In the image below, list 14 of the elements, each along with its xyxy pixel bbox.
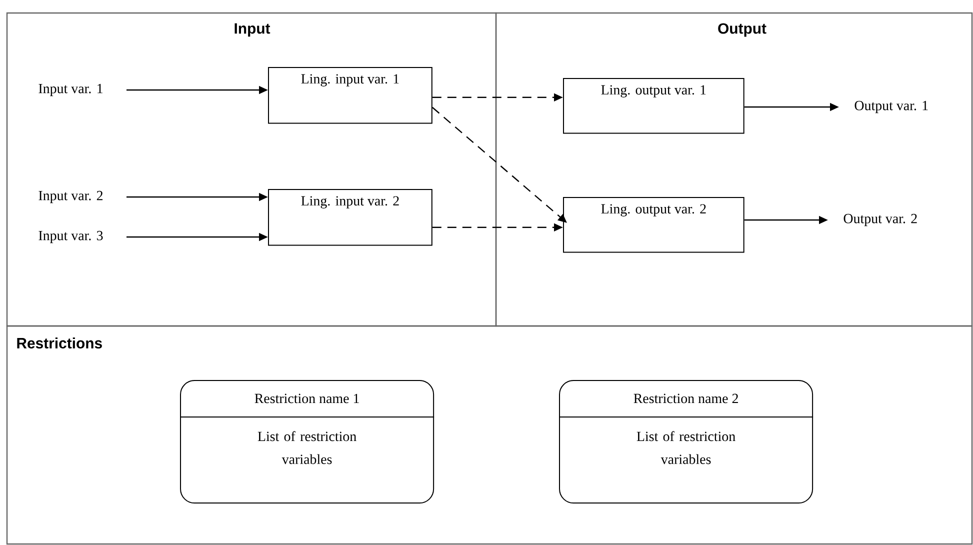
panel-heading: Restrictions (17, 338, 102, 348)
panel-heading: Output (718, 23, 766, 37)
restriction-box: Restriction name 2 List of restriction variables (558, 380, 814, 504)
variable-box: Ling. input var. 2 (268, 189, 432, 246)
variable-label: Input var. 3 (38, 230, 103, 244)
variable-box: Ling. input var. 1 (268, 67, 432, 124)
panel-heading: Input (234, 23, 270, 37)
variable-label: Output var. 2 (844, 214, 917, 226)
restriction-box: Restriction name 1 List of restriction variables (180, 380, 435, 504)
variable-label: Output var. 1 (854, 100, 928, 114)
variable-box: Ling. output var. 1 (563, 78, 744, 134)
variable-label: Input var. 2 (38, 190, 103, 204)
variable-label: Input var. 1 (38, 84, 102, 96)
variable-box: Ling. output var. 2 (563, 197, 744, 253)
